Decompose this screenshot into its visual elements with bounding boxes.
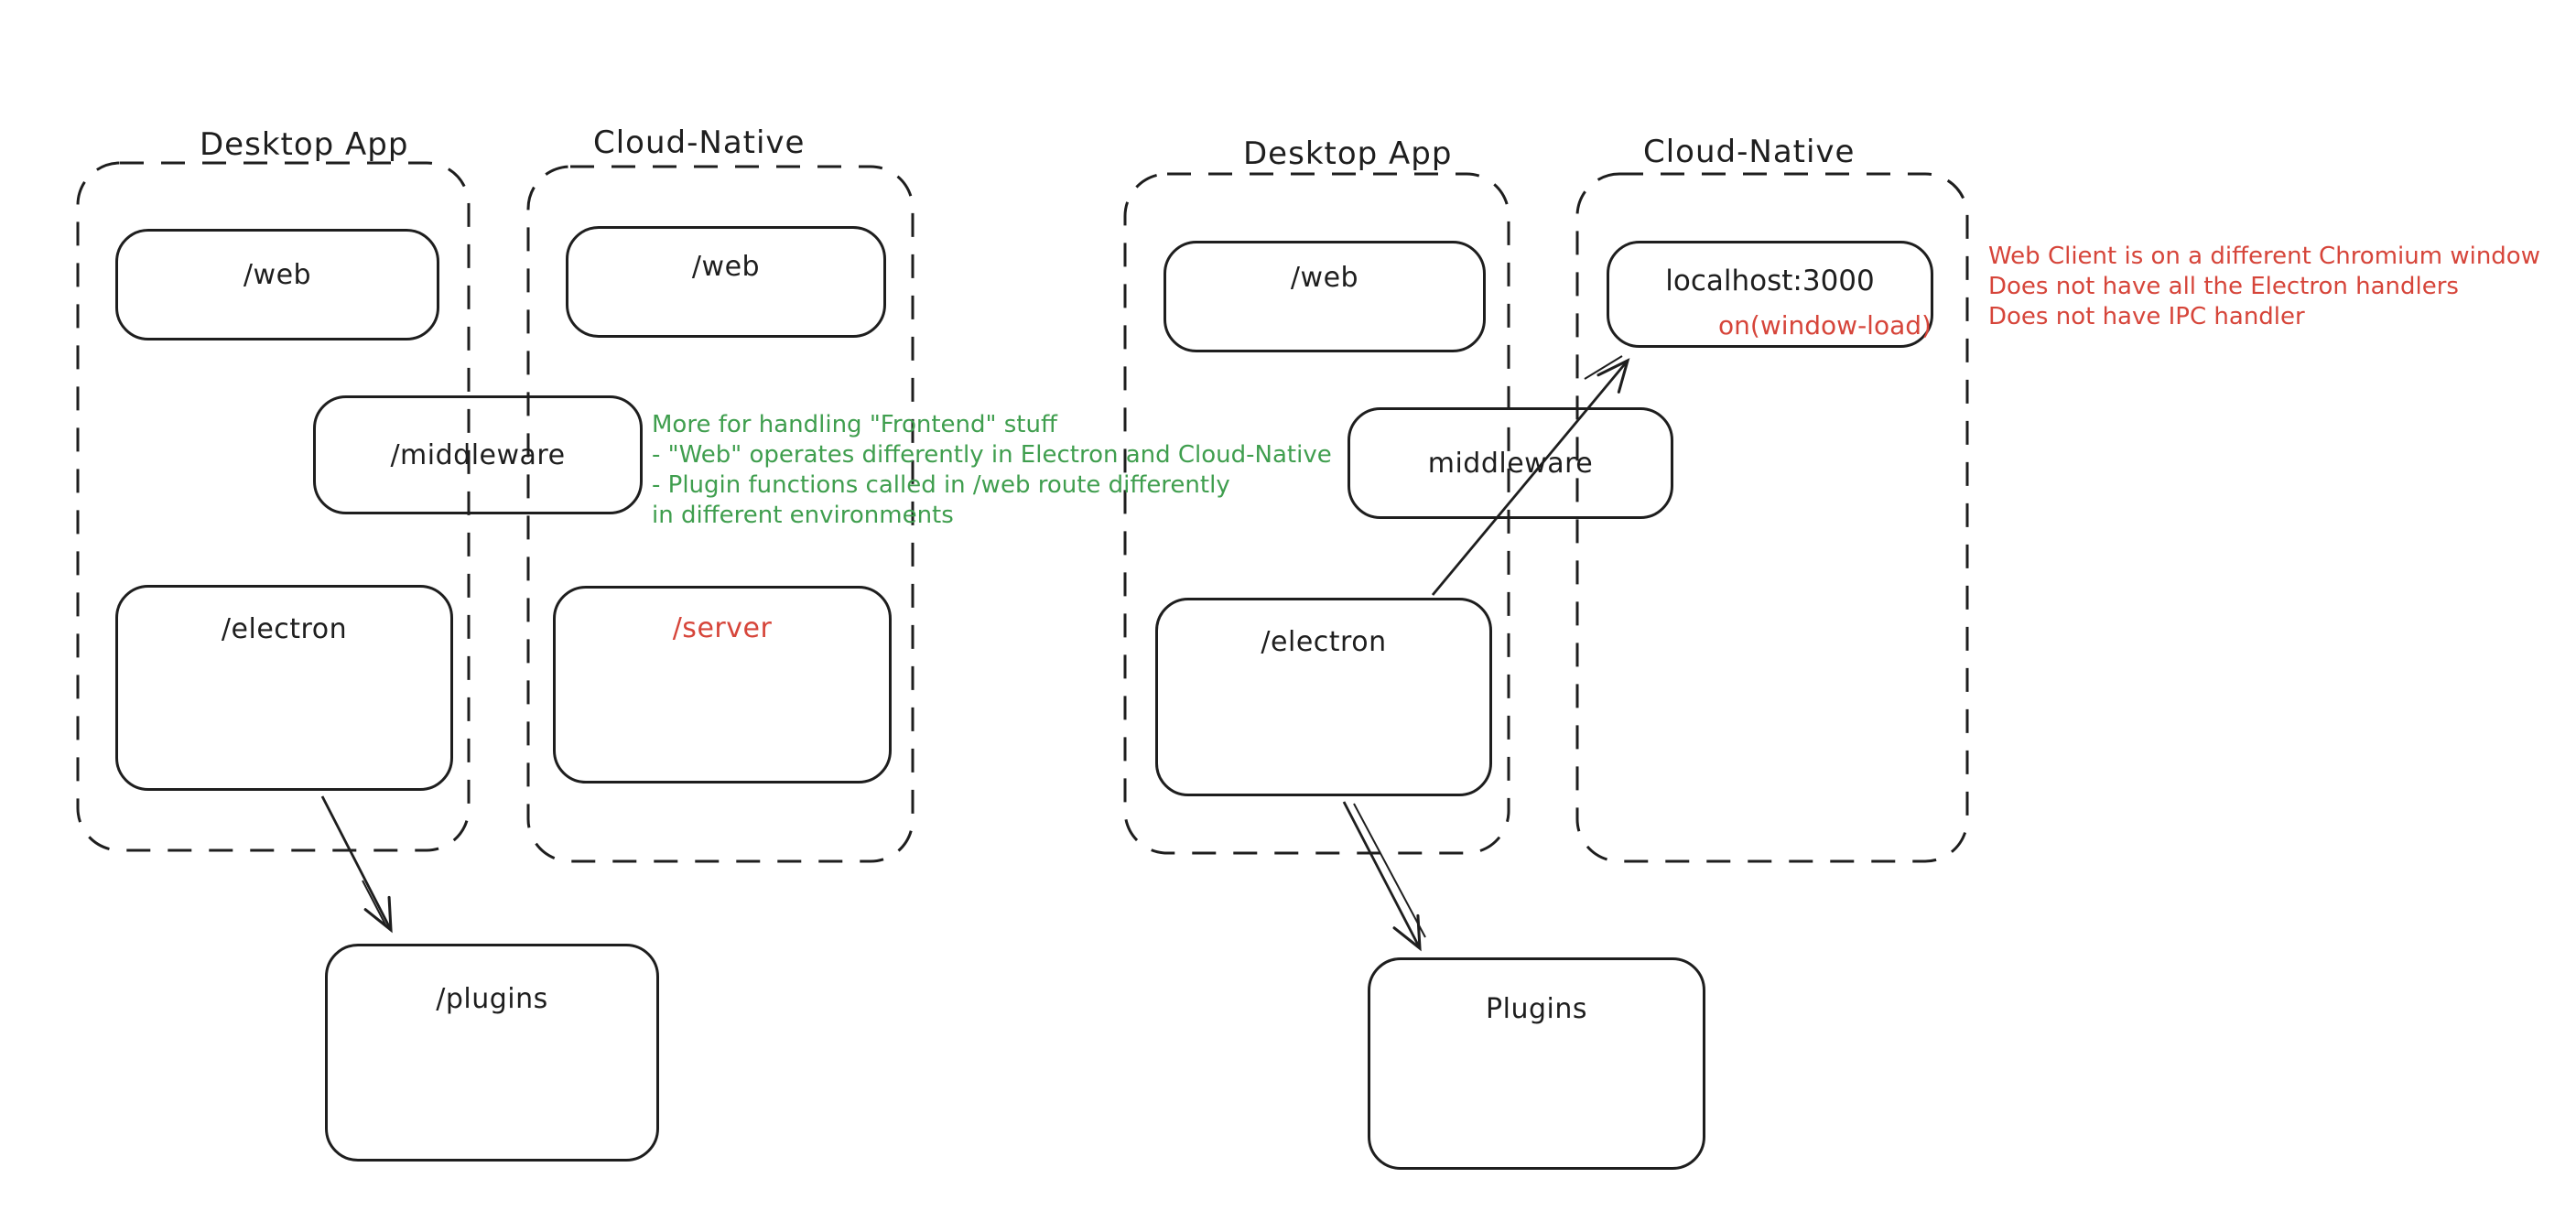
left-middleware-box: /middleware (313, 395, 643, 514)
right-electron-label: /electron (1261, 626, 1387, 658)
arrow-left-electron-to-plugins (320, 795, 393, 934)
right-middleware-label: middleware (1427, 447, 1594, 480)
green-note-line-1: More for handling "Frontend" stuff (652, 411, 1057, 438)
arrow-right-electron-to-plugins (1342, 801, 1422, 952)
red-note: Web Client is on a different Chromium wi… (1988, 242, 2540, 332)
left-cloud-web-label: /web (691, 251, 761, 283)
localhost-label: localhost:3000 (1665, 264, 1875, 297)
left-electron-label: /electron (221, 613, 348, 645)
left-desktop-web-label: /web (243, 259, 312, 291)
green-note-line-2: - "Web" operates differently in Electron… (652, 441, 1332, 469)
green-note-line-3: - Plugin functions called in /web route … (652, 471, 1230, 499)
left-electron-box: /electron (115, 585, 453, 791)
left-desktop-app-label: Desktop App (200, 126, 409, 163)
red-note-line-1: Web Client is on a different Chromium wi… (1988, 243, 2540, 270)
arrow-right-electron-to-localhost-sketch (1584, 355, 1623, 380)
left-desktop-web-box: /web (115, 229, 439, 340)
arrow-left-electron-to-plugins-sketch (362, 880, 387, 927)
arrow-right-electron-to-plugins-sketch (1353, 803, 1426, 938)
right-plugins-box: Plugins (1368, 957, 1705, 1170)
left-server-label: /server (672, 612, 773, 644)
right-cloud-native-label: Cloud-Native (1643, 134, 1856, 170)
left-plugins-box: /plugins (325, 944, 659, 1162)
right-middleware-box: middleware (1348, 407, 1673, 519)
localhost-box: localhost:3000 on(window-load) (1607, 241, 1933, 348)
right-desktop-app-label: Desktop App (1243, 135, 1453, 172)
right-web-label: /web (1290, 262, 1359, 294)
right-electron-box: /electron (1155, 598, 1492, 796)
right-plugins-label: Plugins (1486, 993, 1587, 1025)
left-cloud-web-box: /web (566, 226, 886, 338)
left-plugins-label: /plugins (436, 983, 548, 1015)
red-note-line-3: Does not have IPC handler (1988, 303, 2305, 330)
green-note-line-4: in different environments (652, 502, 954, 529)
green-note: More for handling "Frontend" stuff - "We… (652, 410, 1332, 531)
right-web-box: /web (1164, 241, 1486, 352)
left-cloud-native-label: Cloud-Native (593, 124, 806, 161)
window-load-label: on(window-load) (1718, 309, 1932, 340)
left-middleware-label: /middleware (390, 438, 566, 471)
left-server-box: /server (553, 586, 892, 784)
red-note-line-2: Does not have all the Electron handlers (1988, 273, 2459, 300)
